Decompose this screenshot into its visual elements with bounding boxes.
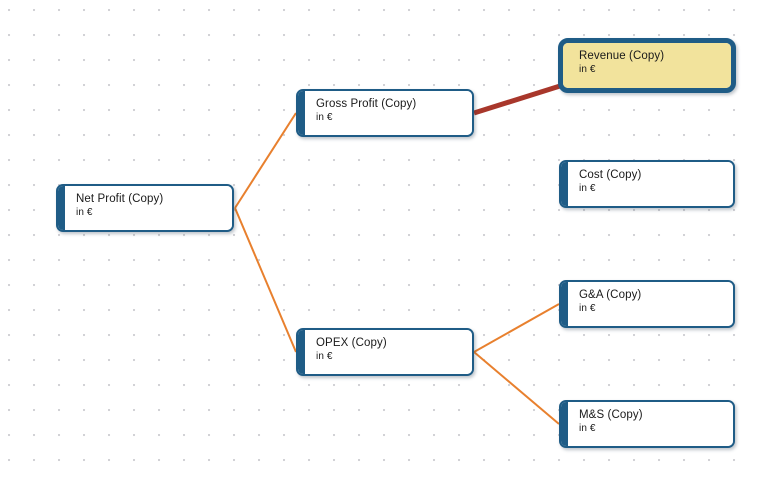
node-body: OPEX (Copy) in € bbox=[305, 330, 472, 374]
node-subtitle: in € bbox=[579, 64, 596, 75]
node-title: OPEX (Copy) bbox=[316, 337, 387, 349]
node-body: G&A (Copy) in € bbox=[568, 282, 733, 326]
node-cost[interactable]: Cost (Copy) in € bbox=[559, 160, 735, 208]
edge-gross-profit-to-revenue[interactable] bbox=[473, 83, 561, 116]
node-accent-bar bbox=[298, 91, 305, 135]
node-subtitle: in € bbox=[579, 183, 596, 194]
node-accent-bar bbox=[58, 186, 65, 230]
node-gross-profit[interactable]: Gross Profit (Copy) in € bbox=[296, 89, 474, 137]
node-body: Revenue (Copy) in € bbox=[563, 43, 731, 88]
node-ms[interactable]: M&S (Copy) in € bbox=[559, 400, 735, 448]
canvas-bottom-margin bbox=[0, 462, 763, 480]
node-accent-bar bbox=[561, 282, 568, 326]
node-title: Cost (Copy) bbox=[579, 169, 642, 181]
node-body: M&S (Copy) in € bbox=[568, 402, 733, 446]
node-body: Net Profit (Copy) in € bbox=[65, 186, 232, 230]
node-title: Revenue (Copy) bbox=[579, 50, 665, 62]
node-accent-bar bbox=[561, 402, 568, 446]
node-net-profit[interactable]: Net Profit (Copy) in € bbox=[56, 184, 234, 232]
node-revenue[interactable]: Revenue (Copy) in € bbox=[558, 38, 736, 93]
node-body: Gross Profit (Copy) in € bbox=[305, 91, 472, 135]
node-accent-bar bbox=[561, 162, 568, 206]
node-subtitle: in € bbox=[316, 112, 333, 123]
node-subtitle: in € bbox=[316, 351, 333, 362]
node-title: Gross Profit (Copy) bbox=[316, 98, 417, 110]
node-opex[interactable]: OPEX (Copy) in € bbox=[296, 328, 474, 376]
node-accent-bar bbox=[298, 330, 305, 374]
node-title: Net Profit (Copy) bbox=[76, 193, 164, 205]
node-body: Cost (Copy) in € bbox=[568, 162, 733, 206]
node-title: M&S (Copy) bbox=[579, 409, 643, 421]
node-subtitle: in € bbox=[579, 423, 596, 434]
edge-net-profit-to-gross-profit[interactable] bbox=[234, 112, 297, 209]
node-subtitle: in € bbox=[76, 207, 93, 218]
node-ga[interactable]: G&A (Copy) in € bbox=[559, 280, 735, 328]
canvas-right-margin bbox=[756, 0, 763, 480]
node-title: G&A (Copy) bbox=[579, 289, 642, 301]
node-subtitle: in € bbox=[579, 303, 596, 314]
edge-net-profit-to-opex[interactable] bbox=[234, 207, 297, 353]
edge-opex-to-ga[interactable] bbox=[473, 303, 560, 353]
edge-opex-to-ms[interactable] bbox=[473, 351, 560, 425]
